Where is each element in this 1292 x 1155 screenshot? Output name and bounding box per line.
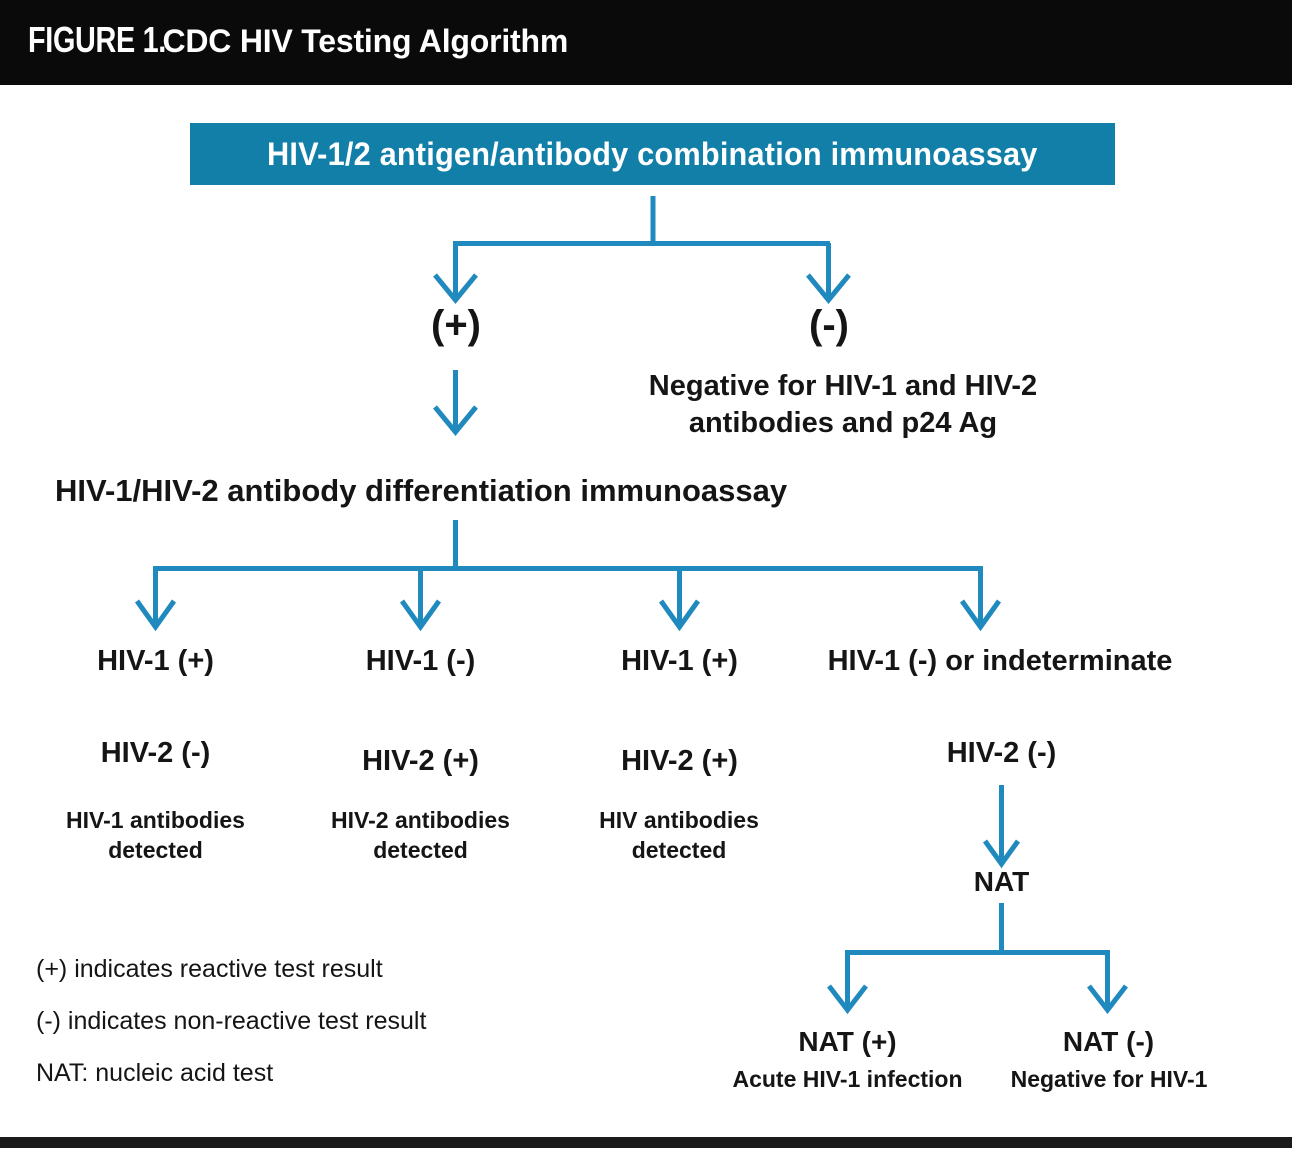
figure-bottom-rule (0, 1137, 1292, 1148)
outcome-3-interpretation: HIV antibodies detected (599, 807, 759, 863)
nat-negative-result: Negative for HIV-1 (1010, 1066, 1208, 1092)
outcome-4-hiv1: HIV-1 (-) or indeterminate (827, 645, 1173, 677)
root-negative-sign: (-) (809, 303, 849, 347)
negative-result-text: Negative for HIV-1 and HIV-2 antibodies … (648, 370, 1038, 440)
nat-positive-sign: NAT (+) (798, 1026, 897, 1057)
legend-line-3: NAT: nucleic acid test (36, 1059, 274, 1087)
outcome-2-interpretation: HIV-2 antibodies detected (331, 807, 510, 863)
arrowhead-nat-negative (1087, 984, 1128, 1015)
arrowhead-to-nat (982, 839, 1021, 869)
figure-number-label: FIGURE 1. (28, 19, 166, 60)
arrowhead-nat-positive (827, 984, 868, 1015)
legend-line-2: (-) indicates non-reactive test result (36, 1007, 427, 1035)
root-positive-sign: (+) (431, 303, 481, 347)
arrowhead-branch-3 (658, 599, 701, 632)
figure-title: FIGURE 1.CDC HIV Testing Algorithm (28, 22, 568, 58)
figure-title-text: CDC HIV Testing Algorithm (162, 23, 569, 59)
arrowhead-root-negative (806, 273, 851, 304)
differentiation-immunoassay-label: HIV-1/HIV-2 antibody differentiation imm… (55, 473, 788, 508)
arrowhead-root-positive (433, 273, 478, 304)
arrowhead-branch-1 (134, 599, 177, 632)
figure-title-bar: FIGURE 1.CDC HIV Testing Algorithm (0, 0, 1292, 85)
combination-immunoassay-label: HIV-1/2 antigen/antibody combination imm… (267, 135, 1038, 172)
nat-positive-result: Acute HIV-1 infection (732, 1066, 963, 1092)
arrowhead-positive-to-diff (433, 405, 478, 436)
outcome-1-hiv1: HIV-1 (+) (97, 645, 214, 677)
outcome-1-hiv2: HIV-2 (-) (100, 737, 211, 769)
outcome-2-hiv2: HIV-2 (+) (362, 745, 479, 777)
legend-line-1: (+) indicates reactive test result (36, 955, 383, 983)
outcome-2-hiv1: HIV-1 (-) (365, 645, 476, 677)
outcome-4-hiv2: HIV-2 (-) (946, 737, 1057, 769)
outcome-3-hiv2: HIV-2 (+) (621, 745, 738, 777)
combination-immunoassay-box: HIV-1/2 antigen/antibody combination imm… (190, 123, 1115, 185)
outcome-3-hiv1: HIV-1 (+) (621, 645, 738, 677)
arrowhead-branch-4 (959, 599, 1002, 632)
nat-label: NAT (973, 866, 1030, 897)
arrowhead-branch-2 (399, 599, 442, 632)
nat-negative-sign: NAT (-) (1062, 1026, 1155, 1057)
outcome-1-interpretation: HIV-1 antibodies detected (66, 807, 245, 863)
